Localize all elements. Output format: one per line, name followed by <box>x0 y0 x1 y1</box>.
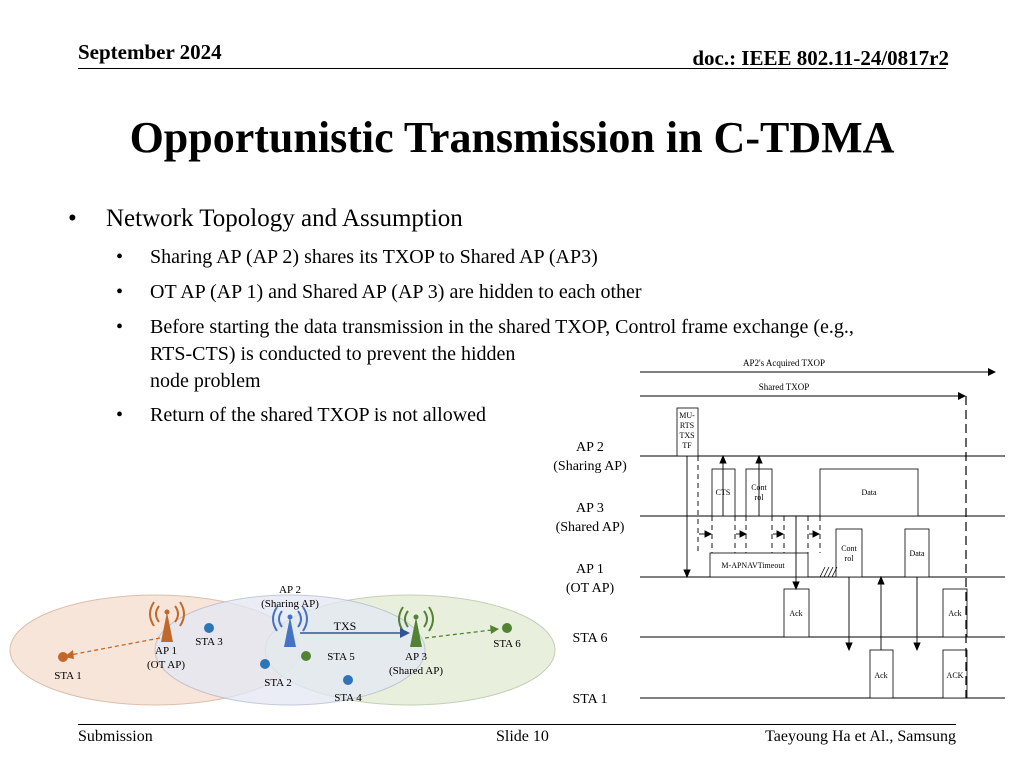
sta3-dot <box>204 623 214 633</box>
bullet-sub-4: Return of the shared TXOP is not allowed <box>150 404 487 426</box>
arrow-head-icon <box>776 530 785 538</box>
txs-label: TXS <box>334 619 357 633</box>
mu-label-3: TXS <box>679 431 694 440</box>
mu-rts-txs-tf-frame <box>676 407 699 457</box>
arrow-head-icon <box>719 454 727 464</box>
collision-hatch-icon <box>819 566 838 578</box>
ap2-coverage-ellipse <box>154 594 426 706</box>
ack-frame-sta1-1 <box>869 649 894 699</box>
control2-label-a: Cont <box>841 544 857 553</box>
slide-title: Opportunistic Transmission in C-TDMA <box>129 113 895 162</box>
mu-label-4: TF <box>682 441 692 450</box>
bullet-dot: • <box>116 316 124 338</box>
sta6-label: STA 6 <box>493 638 521 650</box>
data-label-ap3: Data <box>861 488 877 497</box>
bullet-dot: • <box>116 246 124 268</box>
ap1-to-sta1-link <box>69 637 161 656</box>
ack-frame-sta6-2 <box>942 588 968 638</box>
nav-timeout-box <box>709 552 809 578</box>
row-ap3-line2: (Shared AP) <box>556 520 625 535</box>
header-rule <box>78 68 946 69</box>
ap1-label-line2: (OT AP) <box>147 659 185 671</box>
arrow-head-icon <box>490 625 499 634</box>
bullet-dot: • <box>116 281 124 303</box>
arrow-head-icon <box>792 581 800 591</box>
arrow-head-icon <box>958 392 966 400</box>
footer-submission: Submission <box>78 728 153 745</box>
footer-rule <box>78 724 956 725</box>
shared-txop-label: Shared TXOP <box>759 382 810 392</box>
bullet-dot: • <box>116 404 124 426</box>
bullet-sub-3-line2: RTS-CTS) is conducted to prevent the hid… <box>150 343 516 365</box>
arrow-head-icon <box>704 530 713 538</box>
data-frame-ap3 <box>819 468 919 517</box>
ack-frame-sta6-1 <box>783 588 810 638</box>
bullet-main: Network Topology and Assumption <box>106 205 463 232</box>
bullet-sub-1: Sharing AP (AP 2) shares its TXOP to Sha… <box>150 246 598 268</box>
row-sta1: STA 1 <box>572 692 607 707</box>
ack-label-1: Ack <box>789 609 802 618</box>
ap1-antenna-icon <box>149 601 185 642</box>
ack-label-2: Ack <box>948 609 961 618</box>
ap1-label-line1: AP 1 <box>155 645 177 657</box>
row-ap3-line1: AP 3 <box>576 501 604 516</box>
arrow-head-icon <box>400 628 410 638</box>
row-ap2-line2: (Sharing AP) <box>553 459 627 474</box>
row-ap1-line1: AP 1 <box>576 562 604 577</box>
arrow-head-icon <box>913 642 921 652</box>
bullet-dot: • <box>68 205 77 232</box>
header-doc-id: doc.: IEEE 802.11-24/0817r2 <box>692 46 949 70</box>
sta2-dot <box>260 659 270 669</box>
ack-label-4: ACK <box>947 671 964 680</box>
bullet-sub-3-line3: node problem <box>150 370 261 392</box>
row-ap1-line2: (OT AP) <box>566 581 615 596</box>
data-frame-ap1 <box>904 528 930 578</box>
mu-label-2: RTS <box>680 421 694 430</box>
ack-label-3: Ack <box>874 671 887 680</box>
bullet-sub-3-line1: Before starting the data transmission in… <box>150 316 854 338</box>
ap3-to-sta6-link <box>424 629 493 639</box>
sta6-dot <box>502 623 512 633</box>
nav-timeout-label: M-APNAVTimeout <box>721 561 785 570</box>
sta3-label: STA 3 <box>195 636 223 648</box>
footer-slide-number: Slide 10 <box>496 728 549 745</box>
sta1-dot <box>58 652 68 662</box>
sta4-label: STA 4 <box>334 692 362 704</box>
ap3-antenna-icon <box>398 606 434 647</box>
arrow-head-icon <box>683 569 691 579</box>
arrow-head-icon <box>755 454 763 464</box>
arrow-head-icon <box>739 530 748 538</box>
ap3-label-line1: AP 3 <box>405 651 427 663</box>
row-ap2-line1: AP 2 <box>576 440 604 455</box>
row-sta6: STA 6 <box>572 631 607 646</box>
arrow-head-icon <box>845 642 853 652</box>
bullet-sub-2: OT AP (AP 1) and Shared AP (AP 3) are hi… <box>150 281 642 303</box>
sta5-dot <box>301 651 311 661</box>
arrow-head-icon <box>812 530 821 538</box>
arrow-head-icon <box>877 575 885 585</box>
cts-frame <box>711 468 736 517</box>
header-date: September 2024 <box>78 40 222 64</box>
mu-label-1: MU- <box>679 411 695 420</box>
control-frame-ap1 <box>835 528 863 578</box>
ap3-label-line2: (Shared AP) <box>389 665 443 677</box>
control2-label-b: rol <box>845 554 855 563</box>
sta4-dot <box>343 675 353 685</box>
arrow-head-icon <box>988 368 996 376</box>
ap2-antenna-icon <box>272 606 308 647</box>
ack-frame-sta1-2 <box>942 649 968 699</box>
sta2-label: STA 2 <box>264 677 292 689</box>
footer-author: Taeyoung Ha et Al., Samsung <box>765 728 956 745</box>
ap2-label-line1: AP 2 <box>279 584 301 596</box>
sta5-label: STA 5 <box>327 651 355 663</box>
acquired-txop-label: AP2's Acquired TXOP <box>743 358 825 368</box>
data-label-ap1: Data <box>909 549 925 558</box>
ap2-label-line2: (Sharing AP) <box>261 598 319 610</box>
sta1-label: STA 1 <box>54 670 82 682</box>
